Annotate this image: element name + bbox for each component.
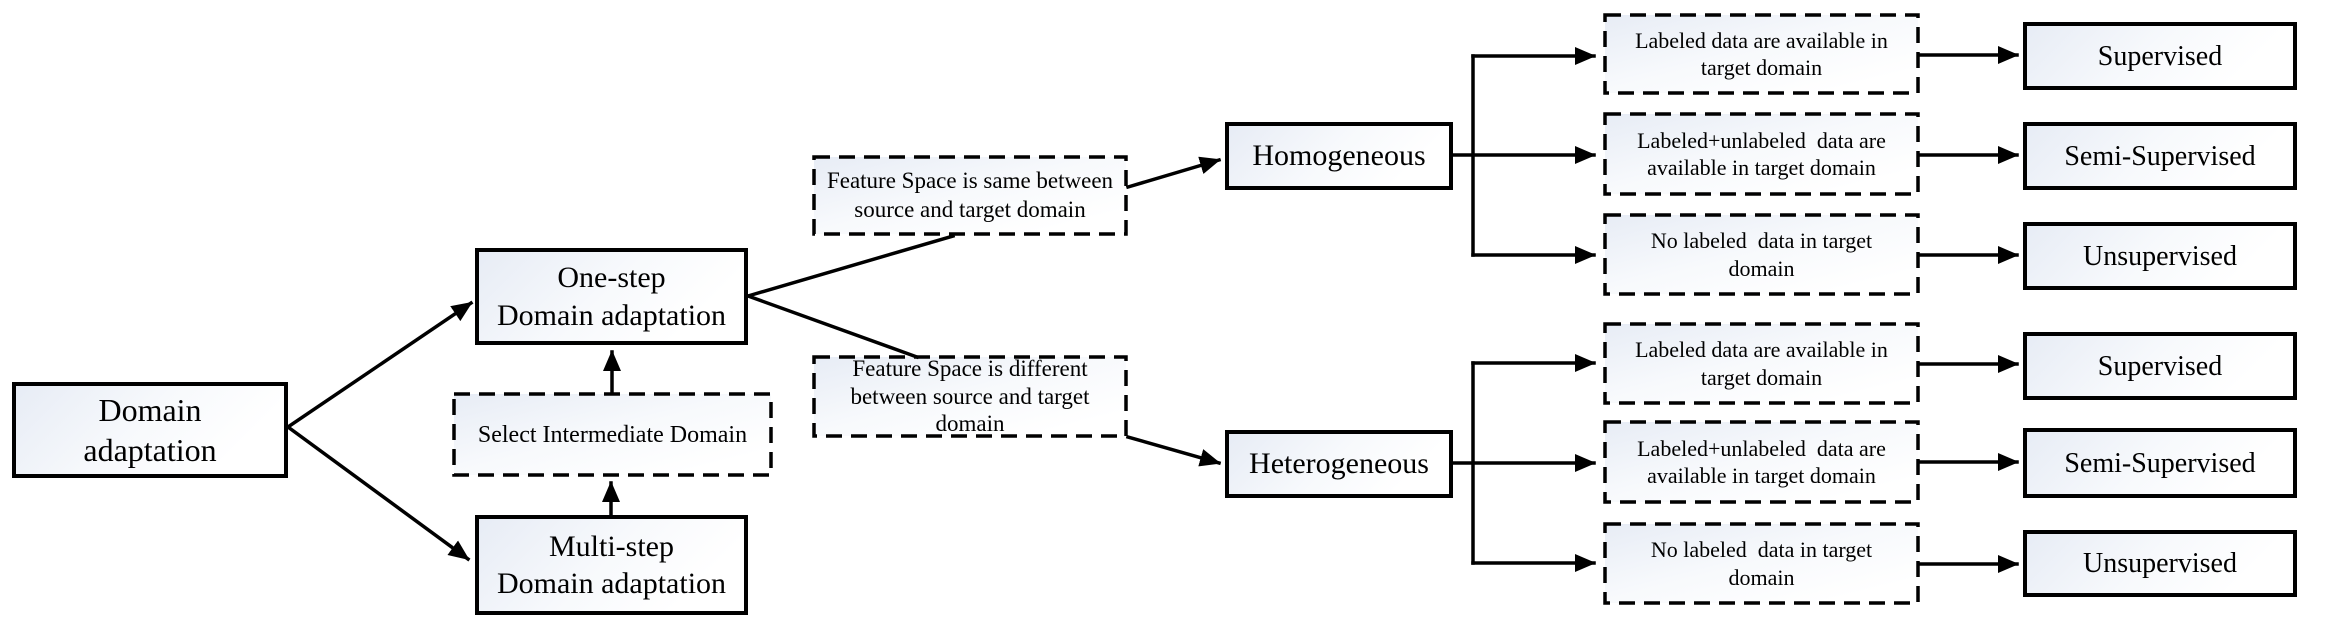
node-label-line: available in target domain: [1647, 155, 1876, 180]
node-label-line: Domain: [98, 392, 202, 428]
node-condition-labeled-data-heterogeneous: Labeled data are available in target dom…: [1603, 322, 1920, 405]
node-label-line: Homogeneous: [1252, 139, 1426, 173]
node-label-line: Select Intermediate Domain: [477, 421, 748, 448]
node-label-line: Domain adaptation: [496, 298, 727, 332]
node-label-line: domain: [1728, 564, 1795, 590]
node-condition-labeled-data-homogeneous: Labeled data are available in target dom…: [1603, 13, 1920, 95]
node-condition-labeled-unlabeled-heterogeneous: Labeled+unlabeled data are available in …: [1603, 420, 1920, 504]
node-label-line: One-step: [557, 261, 666, 294]
node-feature-space-same: Feature Space is same between source and…: [812, 155, 1128, 236]
node-condition-no-labeled-heterogeneous: No labeled data in target domain: [1603, 522, 1920, 605]
node-label-line: between source and target: [850, 383, 1090, 409]
node-label-line: domain: [1728, 255, 1795, 281]
node-outcome-semi-supervised-homogeneous: Semi-Supervised: [2023, 122, 2297, 190]
node-label-line: domain: [935, 411, 1005, 437]
node-multi-step-domain-adaptation: Multi-step Domain adaptation: [475, 515, 748, 615]
node-label-line: adaptation: [83, 432, 217, 468]
diagram-arrows: [285, 46, 2019, 573]
node-label-line: Unsupervised: [2083, 548, 2237, 579]
node-label-line: source and target domain: [854, 196, 1086, 222]
node-label-line: No labeled data in target: [1650, 228, 1873, 253]
node-label-line: Feature Space is different: [852, 356, 1088, 382]
node-label-line: Labeled data are available in: [1635, 337, 1888, 362]
node-feature-space-different: Feature Space is different between sourc…: [812, 355, 1128, 438]
node-condition-no-labeled-homogeneous: No labeled data in target domain: [1603, 213, 1920, 296]
node-outcome-supervised-homogeneous: Supervised: [2023, 22, 2297, 90]
node-label-line: Heterogeneous: [1249, 447, 1429, 481]
node-label-line: Supervised: [2097, 350, 2223, 382]
node-domain-adaptation: Domain adaptation: [12, 382, 288, 478]
node-label-line: Unsupervised: [2083, 240, 2237, 272]
node-label-line: Semi-Supervised: [2064, 140, 2256, 172]
node-label-line: Supervised: [2097, 40, 2223, 72]
node-label-line: Domain adaptation: [496, 567, 727, 600]
node-label-line: target domain: [1700, 364, 1823, 390]
dashed-box-outlines: [452, 13, 1920, 605]
node-label-line: Labeled data are available in: [1635, 27, 1888, 53]
node-one-step-domain-adaptation: One-step Domain adaptation: [475, 248, 748, 345]
node-heterogeneous: Heterogeneous: [1225, 430, 1453, 498]
node-condition-labeled-unlabeled-homogeneous: Labeled+unlabeled data are available in …: [1603, 112, 1920, 196]
node-outcome-unsupervised-heterogeneous: Unsupervised: [2023, 530, 2297, 597]
node-outcome-semi-supervised-heterogeneous: Semi-Supervised: [2023, 428, 2297, 498]
node-label-line: target domain: [1700, 55, 1823, 80]
node-outcome-supervised-heterogeneous: Supervised: [2023, 332, 2297, 400]
node-homogeneous: Homogeneous: [1225, 122, 1453, 190]
node-label-line: No labeled data in target: [1650, 537, 1873, 562]
node-label-line: Multi-step: [549, 529, 674, 563]
node-select-intermediate-domain: Select Intermediate Domain: [452, 392, 773, 477]
node-label-line: available in target domain: [1647, 463, 1876, 488]
node-label-line: Feature Space is same between: [826, 167, 1114, 193]
node-label-line: Semi-Supervised: [2064, 447, 2256, 479]
node-label-line: Labeled+unlabeled data are: [1637, 435, 1886, 461]
node-label-line: Labeled+unlabeled data are: [1637, 127, 1886, 153]
node-outcome-unsupervised-homogeneous: Unsupervised: [2023, 222, 2297, 290]
